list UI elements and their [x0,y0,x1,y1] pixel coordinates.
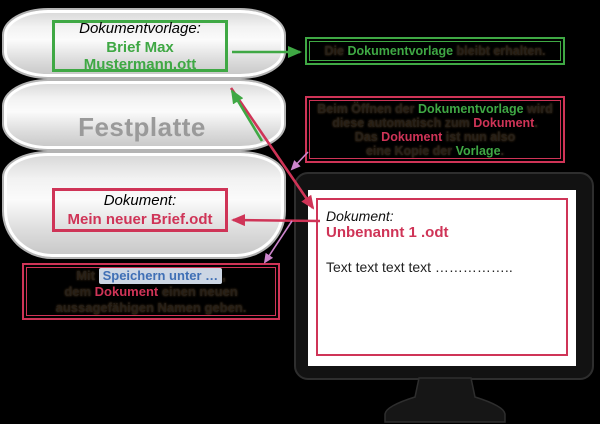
disk-label: Festplatte [78,112,206,142]
document-file-title: Dokument: [103,192,177,209]
callout-save-line-3: aussagefähigen Namen geben. [55,299,247,315]
screen-document-body: Text text text text …………….. [326,259,513,275]
document-file-box: Dokument: Mein neuer Brief.odt [52,188,228,232]
monitor-screen: Dokument: Unbenannt 1 .odt Text text tex… [308,190,576,366]
callout-open-line-3: Das Dokument ist nun also [354,129,516,144]
callout-open-line-2: diese automatisch zum Dokument. [332,115,538,130]
callout-save-line-1: Mit Speichern unter …, [76,267,226,284]
monitor: Dokument: Unbenannt 1 .odt Text text tex… [294,172,594,380]
template-file-box: Dokumentvorlage: Brief Max Mustermann.ot… [52,19,228,73]
screen-document-box: Dokument: Unbenannt 1 .odt Text text tex… [316,198,568,356]
template-file-title: Dokumentvorlage: [79,19,201,37]
callout-template-kept: Die Dokumentvorlage bleibt erhalten. [305,37,565,65]
save-as-menu-item: Speichern unter … [98,267,223,284]
monitor-stand [384,377,506,423]
callout-template-kept-line: Die Dokumentvorlage bleibt erhalten. [324,44,546,58]
callout-open-line-4: eine Kopie der Vorlage. [365,143,504,158]
screen-document-filename: Unbenannt 1 .odt [326,224,449,241]
callout-save-line-2: dem Dokument einen neuen [64,283,238,299]
template-file-name: Brief Max Mustermann.ott [83,38,197,73]
callout-save-as: Mit Speichern unter …, dem Dokument eine… [22,263,280,320]
callout-open-template: Beim Öffnen der Dokumentvorlage wird die… [305,96,565,163]
callout-open-line-1: Beim Öffnen der Dokumentvorlage wird [317,101,553,116]
screen-document-title: Dokument: [326,208,394,224]
document-file-name: Mein neuer Brief.odt [67,211,213,228]
disk-band-top [2,8,286,79]
